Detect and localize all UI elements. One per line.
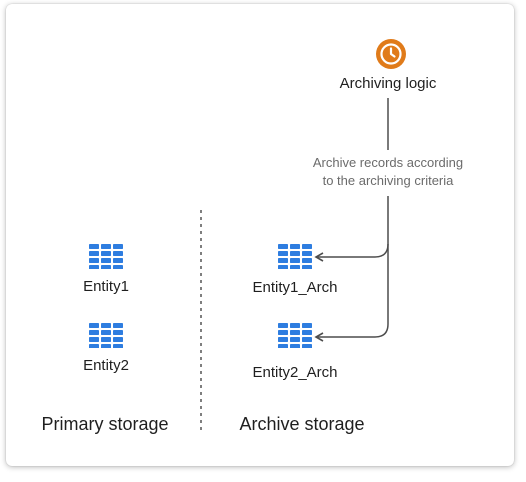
entity2-arch-table-icon [278,323,312,348]
table-cell [89,344,99,348]
table-cell [101,323,111,328]
table-cell [101,265,111,269]
table-cell [278,344,288,348]
table-cell [302,337,312,342]
table-cell [113,251,123,256]
archiving-logic-label: Archiving logic [339,75,437,92]
table-cell [302,258,312,263]
entity2-label: Entity2 [83,357,129,374]
table-cell [302,344,312,348]
table-cell [290,265,300,269]
table-cell [89,323,99,328]
entity2-arch-label: Entity2_Arch [252,364,338,381]
table-cell [290,258,300,263]
arrow-to-entity1-arch [314,196,389,262]
entity1-label: Entity1 [83,278,129,295]
table-cell [290,323,300,328]
table-cell [113,323,123,328]
table-cell [101,330,111,335]
table-cell [101,258,111,263]
table-cell [89,330,99,335]
table-cell [89,337,99,342]
table-cell [278,251,288,256]
table-cell [302,251,312,256]
table-cell [278,323,288,328]
table-cell [290,330,300,335]
entity2-table-icon [89,323,123,348]
table-cell [302,330,312,335]
archive-storage-title: Archive storage [239,414,365,434]
table-cell [113,330,123,335]
table-cell [113,258,123,263]
table-cell [113,265,123,269]
archive-criteria-note-line1: Archive records according [312,155,464,170]
diagram-card [6,4,514,466]
table-cell [89,265,99,269]
entity1-arch-label: Entity1_Arch [252,279,338,296]
clock-icon [376,39,406,69]
table-cell [89,251,99,256]
table-cell [290,244,300,249]
table-cell [89,244,99,249]
entity1-table-icon [89,244,123,269]
table-cell [302,265,312,269]
table-cell [113,337,123,342]
primary-storage-title: Primary storage [41,414,169,434]
table-cell [101,251,111,256]
table-cell [278,244,288,249]
entity1-arch-table-icon [278,244,312,269]
table-cell [290,337,300,342]
table-cell [101,244,111,249]
table-cell [113,344,123,348]
table-cell [278,330,288,335]
table-cell [302,244,312,249]
arrow-to-entity2-arch [314,244,389,342]
table-cell [302,323,312,328]
archive-criteria-note-line2: to the archiving criteria [322,173,454,188]
table-cell [278,258,288,263]
table-cell [113,244,123,249]
table-cell [89,258,99,263]
table-cell [101,337,111,342]
archive-criteria-note: Archive records according to the archivi… [313,154,463,190]
table-cell [290,251,300,256]
table-cell [290,344,300,348]
table-cell [101,344,111,348]
table-cell [278,337,288,342]
table-cell [278,265,288,269]
